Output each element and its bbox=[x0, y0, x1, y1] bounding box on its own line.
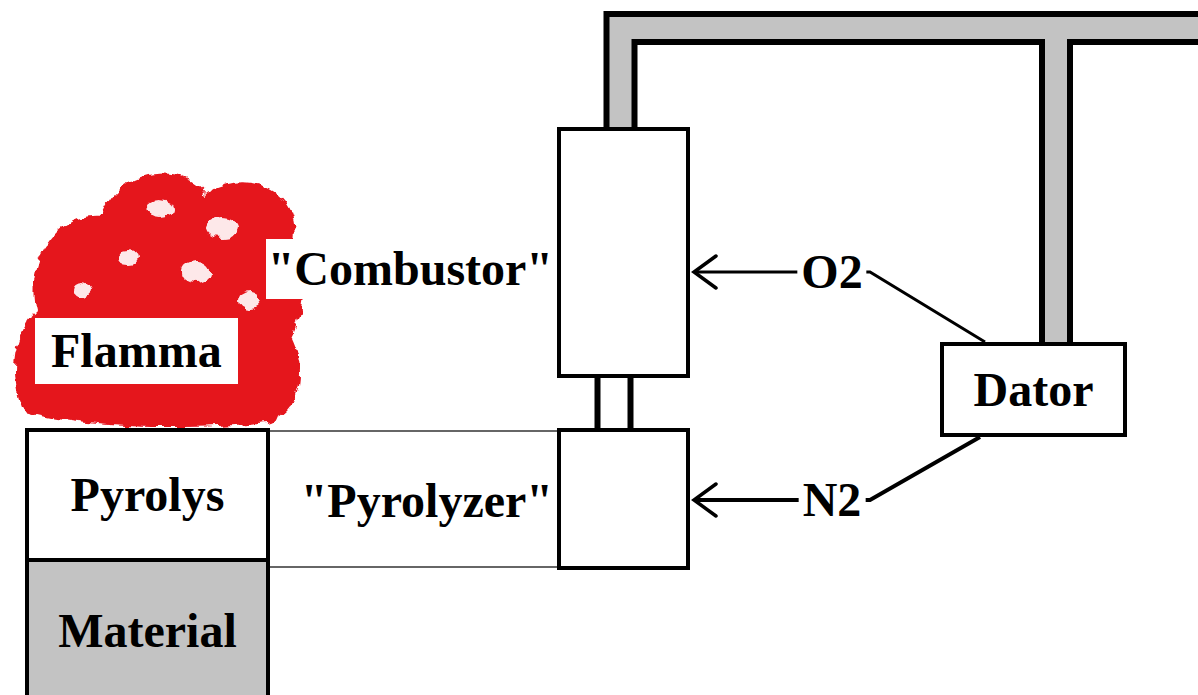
signal-line bbox=[694, 437, 980, 500]
signal-line bbox=[694, 272, 985, 342]
sample-channel bbox=[270, 431, 557, 567]
pipe-junction bbox=[1045, 39, 1067, 47]
computer-box: Dator bbox=[940, 342, 1127, 437]
flame-gap bbox=[206, 217, 238, 239]
combustor-box: "Combustor" bbox=[557, 127, 690, 378]
flame-gap bbox=[182, 262, 210, 282]
pyrolyzer-box: "Pyrolyzer" bbox=[557, 428, 690, 570]
gas-label: O2 bbox=[797, 244, 866, 299]
unit-label: "Pyrolyzer" bbox=[299, 471, 555, 531]
box-label: Pyrolys bbox=[71, 466, 225, 524]
flame-gap bbox=[147, 199, 173, 217]
flame-gap bbox=[240, 292, 260, 308]
oxygen-line bbox=[694, 272, 985, 342]
unit-label: "Combustor" bbox=[266, 239, 555, 299]
connecting-duct bbox=[598, 378, 631, 428]
duct-wall bbox=[595, 378, 601, 428]
pipe-fill bbox=[1045, 17, 1198, 39]
flame-gap bbox=[73, 283, 91, 297]
pyrolysis-zone: Pyrolys bbox=[25, 428, 270, 562]
box-label: Dator bbox=[974, 361, 1094, 419]
channel-wall bbox=[270, 430, 557, 432]
gas-label: N2 bbox=[799, 472, 866, 527]
duct-wall bbox=[628, 378, 634, 428]
material-block: Material bbox=[25, 558, 270, 695]
pipe-wall bbox=[1067, 39, 1198, 45]
pipe-wall bbox=[1060, 11, 1198, 17]
flame-fill bbox=[15, 174, 304, 428]
flame-gap bbox=[117, 250, 139, 266]
nitrogen-line bbox=[694, 437, 980, 500]
channel-wall bbox=[270, 566, 557, 568]
flame-label: Flamma bbox=[35, 318, 238, 384]
box-label: Material bbox=[58, 602, 237, 660]
